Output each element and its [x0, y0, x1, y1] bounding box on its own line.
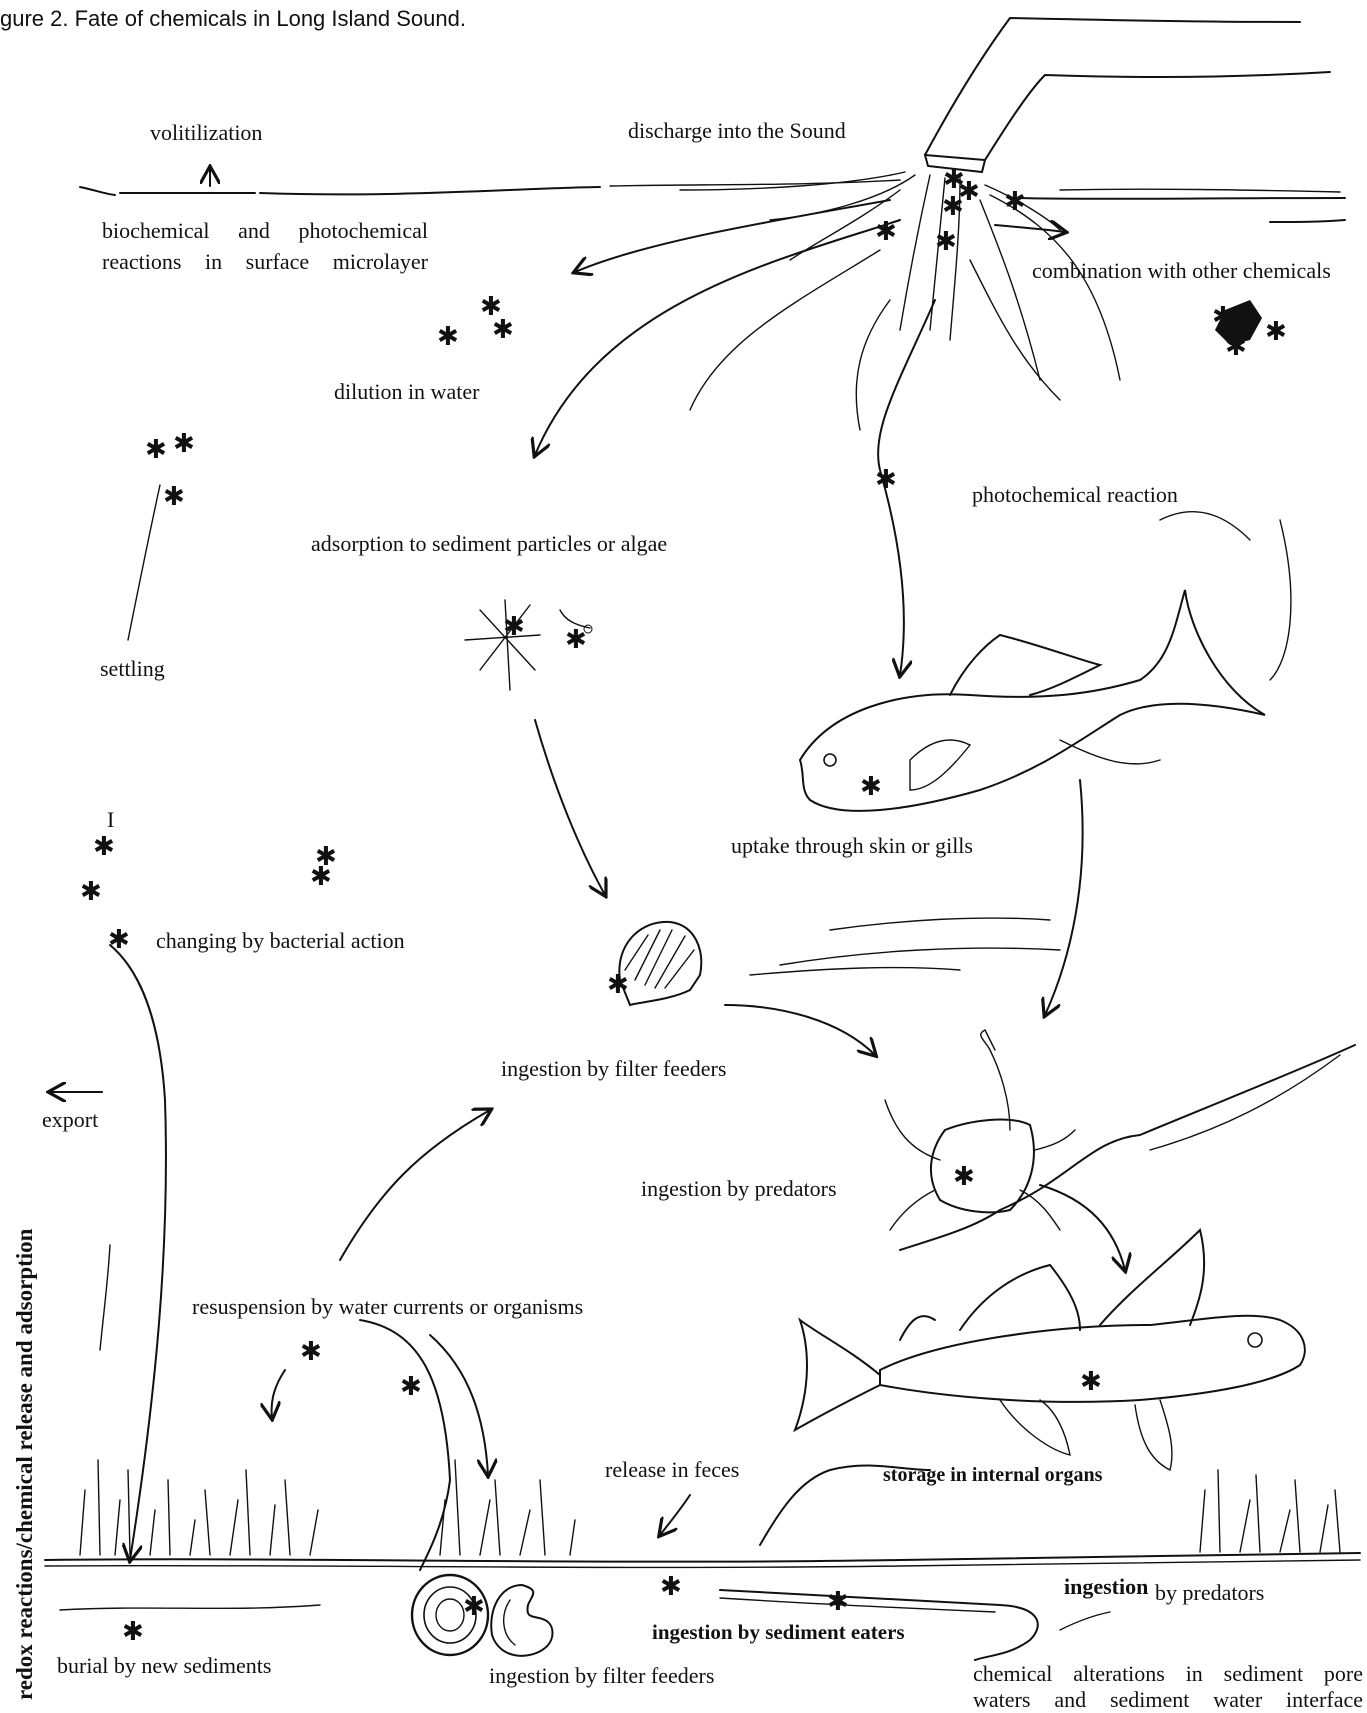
- svg-text:✱: ✱: [492, 315, 514, 345]
- resuspension-arrows: [272, 1110, 690, 1570]
- label-storage: storage in internal organs: [883, 1464, 1102, 1487]
- svg-text:✱: ✱: [310, 862, 332, 892]
- chemical-markers: ✱✱ ✱✱ ✱✱ ✱✱ ✱ ✱✱ ✱ ✱ ✱✱ ✱✱ ✱ ✱ ✱✱ ✱ ✱✱ ✱…: [80, 165, 1287, 1647]
- burial-line: [110, 945, 166, 1560]
- water-ripples: [750, 512, 1291, 975]
- label-combination: combination with other chemicals: [1032, 258, 1331, 284]
- label-predators-bottom-b: by predators: [1155, 1580, 1264, 1606]
- svg-text:✱: ✱: [80, 877, 102, 907]
- svg-text:✱: ✱: [860, 772, 882, 802]
- label-photochemical: photochemical reaction: [972, 482, 1178, 508]
- crab: [885, 1030, 1075, 1230]
- svg-text:✱: ✱: [93, 832, 115, 862]
- svg-text:✱: ✱: [145, 435, 167, 465]
- svg-text:✱: ✱: [437, 322, 459, 352]
- fish-to-crab-arrow: [1045, 780, 1083, 1015]
- svg-text:✱: ✱: [1004, 187, 1026, 217]
- svg-text:✱: ✱: [1265, 317, 1287, 347]
- discharge-pipe: [925, 18, 1330, 172]
- svg-text:✱: ✱: [173, 429, 195, 459]
- label-bacterial: changing by bacterial action: [156, 928, 405, 954]
- figure-caption: gure 2. Fate of chemicals in Long Island…: [0, 6, 466, 32]
- label-filter-feeders-top: ingestion by filter feeders: [501, 1056, 726, 1082]
- settling-line: [128, 485, 160, 640]
- svg-text:✱: ✱: [400, 1372, 422, 1402]
- svg-text:✱: ✱: [935, 227, 957, 257]
- svg-text:✱: ✱: [463, 1592, 485, 1622]
- label-i-mark: I: [107, 807, 114, 833]
- label-volatilization: volitilization: [150, 120, 262, 146]
- label-filter-feeders-bottom: ingestion by filter feeders: [489, 1663, 714, 1689]
- label-burial: burial by new sediments: [57, 1653, 271, 1679]
- svg-text:✱: ✱: [565, 625, 587, 655]
- svg-text:✱: ✱: [607, 970, 629, 1000]
- label-resuspension: resuspension by water currents or organi…: [192, 1294, 583, 1320]
- label-vertical-redox: redox reactions/chemical release and ads…: [12, 1229, 38, 1700]
- scallop-shell: [619, 922, 701, 1005]
- label-uptake: uptake through skin or gills: [731, 833, 973, 859]
- svg-text:✱: ✱: [1080, 1367, 1102, 1397]
- svg-text:✱: ✱: [953, 1162, 975, 1192]
- label-sediment-eaters: ingestion by sediment eaters: [652, 1620, 905, 1645]
- predator-fish: [795, 1230, 1305, 1470]
- crab-to-fish-arrow: [1040, 1185, 1125, 1270]
- label-predators-bottom-a: ingestion: [1064, 1574, 1148, 1600]
- label-settling: settling: [100, 656, 165, 682]
- label-pore-waters: chemical alterations in sediment pore wa…: [973, 1661, 1363, 1713]
- label-predators-crab: ingestion by predators: [641, 1176, 837, 1202]
- label-feces: release in feces: [605, 1457, 739, 1483]
- svg-text:✱: ✱: [875, 217, 897, 247]
- svg-text:✱: ✱: [300, 1337, 322, 1367]
- label-adsorption: adsorption to sediment particles or alga…: [311, 531, 667, 557]
- svg-text:✱: ✱: [942, 192, 964, 222]
- svg-text:✱: ✱: [503, 612, 525, 642]
- scallop-to-crab-arrow: [725, 1005, 875, 1055]
- svg-text:✱: ✱: [122, 1617, 144, 1647]
- svg-text:✱: ✱: [875, 465, 897, 495]
- svg-text:✱: ✱: [827, 1587, 849, 1617]
- discharge-plume: [535, 172, 1120, 675]
- label-export: export: [42, 1107, 98, 1133]
- svg-text:✱: ✱: [108, 925, 130, 955]
- sinking-arrow: [535, 720, 605, 895]
- svg-text:✱: ✱: [660, 1572, 682, 1602]
- label-discharge: discharge into the Sound: [628, 118, 846, 144]
- svg-text:✱: ✱: [163, 482, 185, 512]
- label-surface-reactions: biochemical and photochemical reactions …: [102, 215, 428, 277]
- label-dilution: dilution in water: [334, 379, 479, 405]
